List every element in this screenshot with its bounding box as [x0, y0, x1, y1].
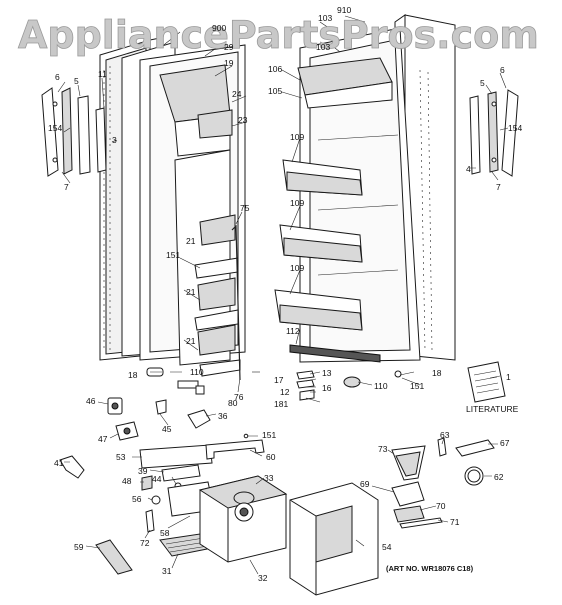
callout-70: 70	[436, 501, 446, 511]
dispenser-parts	[59, 397, 495, 596]
callout-21: 21	[186, 287, 196, 297]
callout-21: 21	[186, 236, 196, 246]
watermark: AppliancePartsPros.com	[18, 13, 539, 57]
left-handle-assembly	[41, 87, 107, 177]
callout-18: 18	[432, 368, 442, 378]
callout-154: 154	[508, 123, 522, 133]
callout-112: 112	[286, 326, 300, 336]
callout-7: 7	[496, 182, 501, 192]
callout-46: 46	[86, 396, 96, 406]
callout-900: 900	[212, 23, 226, 33]
callout-69: 69	[360, 479, 370, 489]
callout-103: 103	[318, 13, 332, 23]
callout-17: 17	[274, 375, 284, 385]
art-number: (ART NO. WR18076 C18)	[386, 564, 474, 573]
callout-56: 56	[132, 494, 142, 504]
callout-75: 75	[240, 203, 250, 213]
callout-39: 39	[138, 466, 148, 476]
callout-109: 109	[290, 198, 304, 208]
callout-73: 73	[378, 444, 388, 454]
callout-31: 31	[162, 566, 172, 576]
fresh-food-door	[274, 14, 456, 363]
callout-910: 910	[337, 5, 351, 15]
callout-67: 67	[500, 438, 510, 448]
callout-53: 53	[116, 452, 126, 462]
callout-32: 32	[258, 573, 268, 583]
callout-80: 80	[228, 398, 238, 408]
callout-33: 33	[264, 473, 274, 483]
callout-13: 13	[322, 368, 332, 378]
callout-72: 72	[140, 538, 150, 548]
callout-1: 1	[506, 372, 511, 382]
callout-21: 21	[186, 336, 196, 346]
callout-103: 103	[316, 42, 330, 52]
callout-151: 151	[166, 250, 180, 260]
callout-7: 7	[64, 182, 69, 192]
callout-181: 181	[274, 399, 288, 409]
callout-41: 41	[54, 458, 64, 468]
callout-105: 105	[268, 86, 282, 96]
callout-59: 59	[74, 542, 84, 552]
callout-109: 109	[290, 132, 304, 142]
callout-48: 48	[122, 476, 132, 486]
callout-58: 58	[160, 528, 170, 538]
callout-12: 12	[280, 387, 290, 397]
callout-60: 60	[266, 452, 276, 462]
callout-76: 76	[234, 392, 244, 402]
callout-labels: 910 103 103 900 29 19 106 105 24 23 109 …	[48, 5, 522, 583]
callout-109: 109	[290, 263, 304, 273]
callout-110: 110	[190, 367, 204, 377]
callout-154: 154	[48, 123, 62, 133]
callout-36: 36	[218, 411, 228, 421]
freezer-door	[99, 37, 246, 377]
callout-45: 45	[162, 424, 172, 434]
callout-5: 5	[74, 76, 79, 86]
right-handle-assembly	[469, 89, 519, 177]
rod-part	[231, 224, 241, 381]
callout-151: 151	[262, 430, 276, 440]
callout-71: 71	[450, 517, 460, 527]
literature-label: LITERATURE	[466, 404, 519, 414]
callout-6: 6	[55, 72, 60, 82]
callout-151: 151	[410, 381, 424, 391]
callout-44: 44	[152, 474, 162, 484]
callout-16: 16	[322, 383, 332, 393]
callout-110: 110	[374, 381, 388, 391]
callout-63: 63	[440, 430, 450, 440]
callout-18: 18	[128, 370, 138, 380]
callout-3: 3	[112, 135, 117, 145]
callout-19: 19	[224, 58, 234, 68]
callout-47: 47	[98, 434, 108, 444]
callout-62: 62	[494, 472, 504, 482]
callout-106: 106	[268, 64, 282, 74]
hinge-parts	[146, 367, 402, 401]
callout-6: 6	[500, 65, 505, 75]
leader-lines	[57, 15, 509, 575]
callout-54: 54	[382, 542, 392, 552]
callout-5: 5	[480, 78, 485, 88]
callout-23: 23	[238, 115, 248, 125]
literature-booklet	[467, 361, 506, 403]
callout-29: 29	[224, 42, 234, 52]
callout-24: 24	[232, 89, 242, 99]
callout-11: 11	[98, 69, 107, 79]
callout-4: 4	[466, 164, 471, 174]
